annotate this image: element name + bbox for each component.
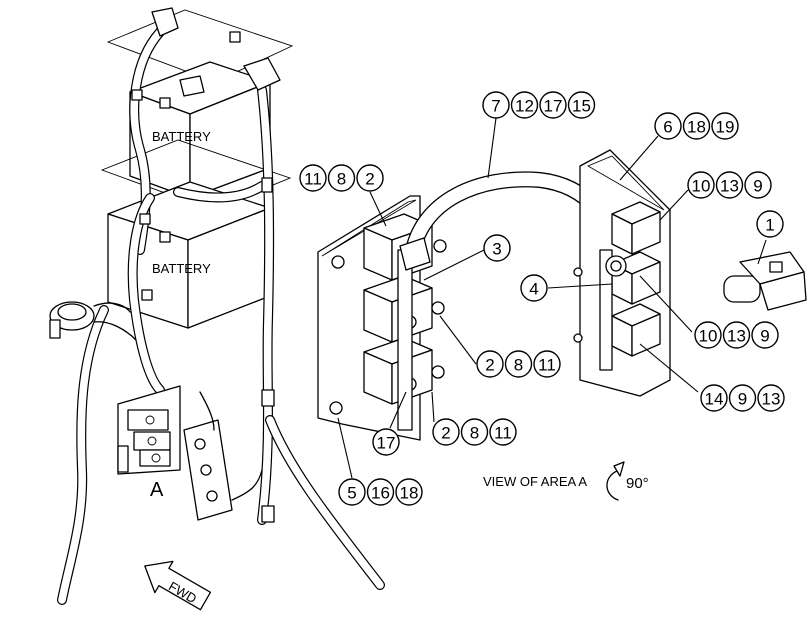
callout-bubble (482, 91, 510, 119)
callout-bubble (366, 478, 395, 506)
callout-bubble (567, 91, 596, 119)
callout-c2: 3 (483, 234, 511, 262)
callout-number: 6 (663, 118, 672, 137)
callout-bubble (744, 171, 772, 199)
callout-number: 9 (738, 390, 747, 409)
right-block-1 (611, 201, 661, 255)
battery-assembly: BATTERY BATTERY (49, 7, 385, 611)
terminal-plate (183, 391, 263, 521)
leader-lines (337, 117, 767, 479)
callout-number: 2 (441, 424, 450, 443)
callout-number: 11 (304, 170, 322, 189)
callout-bubble (395, 478, 423, 506)
callout-bubble (460, 418, 489, 446)
callout-bubble (338, 478, 366, 506)
callout-bubble (372, 428, 400, 456)
rotation-label: 90° (626, 475, 649, 492)
part-1-connector (723, 251, 807, 311)
callout-number: 9 (760, 327, 769, 346)
callout-bubble (533, 350, 561, 378)
callout-number: 8 (337, 170, 346, 189)
callout-bubble (504, 350, 533, 378)
callout-number: 1 (765, 216, 774, 235)
callout-bubble (299, 164, 327, 192)
callout-number: 11 (538, 356, 556, 375)
callout-number: 14 (705, 390, 724, 409)
callout-bubble (715, 171, 744, 199)
callout-bubble (539, 91, 567, 119)
callout-c10: 1 (756, 210, 784, 238)
callout-bubble (520, 274, 548, 302)
view-label: VIEW OF AREA A (483, 474, 587, 489)
callout-bubble (327, 164, 356, 192)
callout-c8: 6 18 19 (654, 112, 739, 140)
area-label: A (150, 479, 164, 501)
callout-number: 17 (544, 97, 563, 116)
callout-number: 8 (514, 356, 523, 375)
callout-number: 17 (377, 434, 396, 453)
callout-number: 7 (491, 97, 500, 116)
callout-c3: 2 8 11 (476, 350, 561, 378)
callout-number: 10 (699, 327, 718, 346)
callout-bubble (751, 321, 779, 349)
callout-number: 8 (470, 424, 479, 443)
callout-number: 18 (400, 484, 419, 503)
callout-number: 3 (492, 240, 501, 259)
callout-c7: 7 12 17 15 (482, 91, 596, 119)
callout-bubble (483, 234, 511, 262)
callout-bubble (654, 112, 682, 140)
callout-bubble (489, 418, 517, 446)
callout-number: 2 (485, 356, 494, 375)
callout-bubble (476, 350, 504, 378)
relay-bracket (117, 385, 181, 475)
callout-bubble (756, 210, 784, 238)
callout-bubble (757, 384, 785, 412)
callout-number: 5 (347, 484, 356, 503)
callout-number: 11 (494, 424, 512, 443)
callout-bubble (728, 384, 757, 412)
callout-bubble (682, 112, 711, 140)
callout-c12: 10 13 9 (694, 321, 779, 349)
callout-number: 12 (515, 97, 534, 116)
callout-number: 15 (572, 97, 591, 116)
callout-c6: 5 16 18 (338, 478, 423, 506)
callout-number: 13 (727, 327, 746, 346)
callout-number: 16 (371, 484, 390, 503)
callout-number: 2 (365, 170, 374, 189)
callout-c11: 4 (520, 274, 548, 302)
callout-c4: 17 (372, 428, 400, 456)
callout-number: 4 (529, 280, 538, 299)
callout-number: 13 (762, 390, 781, 409)
callout-number: 18 (687, 118, 706, 137)
callout-number: 13 (720, 177, 739, 196)
callout-bubble (694, 321, 722, 349)
battery-label-upper: BATTERY (152, 129, 211, 144)
callout-c9: 10 13 9 (687, 171, 772, 199)
callout-number: 19 (716, 118, 735, 137)
callout-bubble (722, 321, 751, 349)
callout-c13: 14 9 13 (700, 384, 785, 412)
callout-bubble (711, 112, 739, 140)
callout-bubble (687, 171, 715, 199)
right-block-3 (611, 303, 661, 357)
fwd-arrow: FWD (144, 560, 212, 611)
callout-c5: 2 8 11 (432, 418, 517, 446)
callout-number: 10 (692, 177, 711, 196)
battery-label-lower: BATTERY (152, 261, 211, 276)
callout-bubble (356, 164, 384, 192)
callout-bubble (700, 384, 728, 412)
callout-number: 9 (753, 177, 762, 196)
right-panel (573, 149, 671, 397)
rotation-arrow-icon (606, 469, 621, 501)
callout-bubble (510, 91, 539, 119)
disconnect-switch (49, 301, 137, 341)
callout-bubble (432, 418, 460, 446)
